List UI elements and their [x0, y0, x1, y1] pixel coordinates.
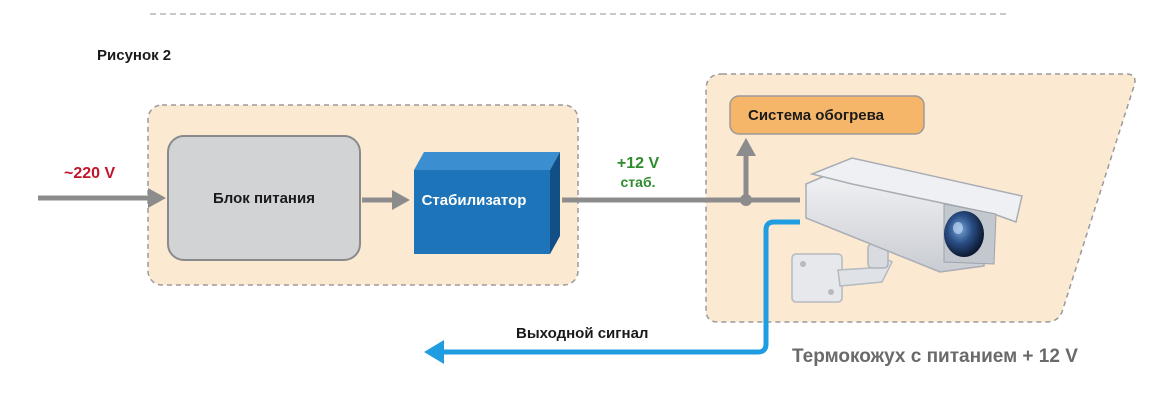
output-signal-line	[442, 219, 800, 355]
camera-lens	[944, 211, 984, 257]
camera-sun-shield	[809, 157, 1023, 223]
output-signal-label: Выходной сигнал	[516, 325, 648, 342]
stabilized-note-label: стаб.	[621, 174, 656, 190]
power-supply-block	[167, 135, 361, 261]
stabilizer-side-face	[550, 152, 560, 254]
output-signal-arrowhead	[424, 340, 444, 364]
camera-illustration	[791, 157, 1023, 303]
camera-wall-mount	[791, 253, 843, 303]
power-supply-label: Блок питания	[213, 190, 315, 207]
stabilized-voltage-label: +12 V	[617, 155, 660, 172]
stabilizer-label: Стабилизатор	[422, 192, 527, 209]
input-arrowhead	[148, 188, 166, 208]
psu-to-stabilizer-arrowhead	[392, 190, 410, 210]
figure-caption: Рисунок 2	[97, 47, 171, 64]
heating-system-block	[729, 95, 925, 135]
heating-branch-arrowhead	[736, 138, 756, 156]
input-voltage-label: ~220 V	[64, 165, 115, 182]
stabilizer-top-face	[414, 152, 560, 170]
stabilizer-block	[414, 170, 550, 254]
heating-system-label: Система обогрева	[748, 107, 885, 124]
housing-caption: Термокожух с питанием + 12 V	[792, 346, 1078, 367]
